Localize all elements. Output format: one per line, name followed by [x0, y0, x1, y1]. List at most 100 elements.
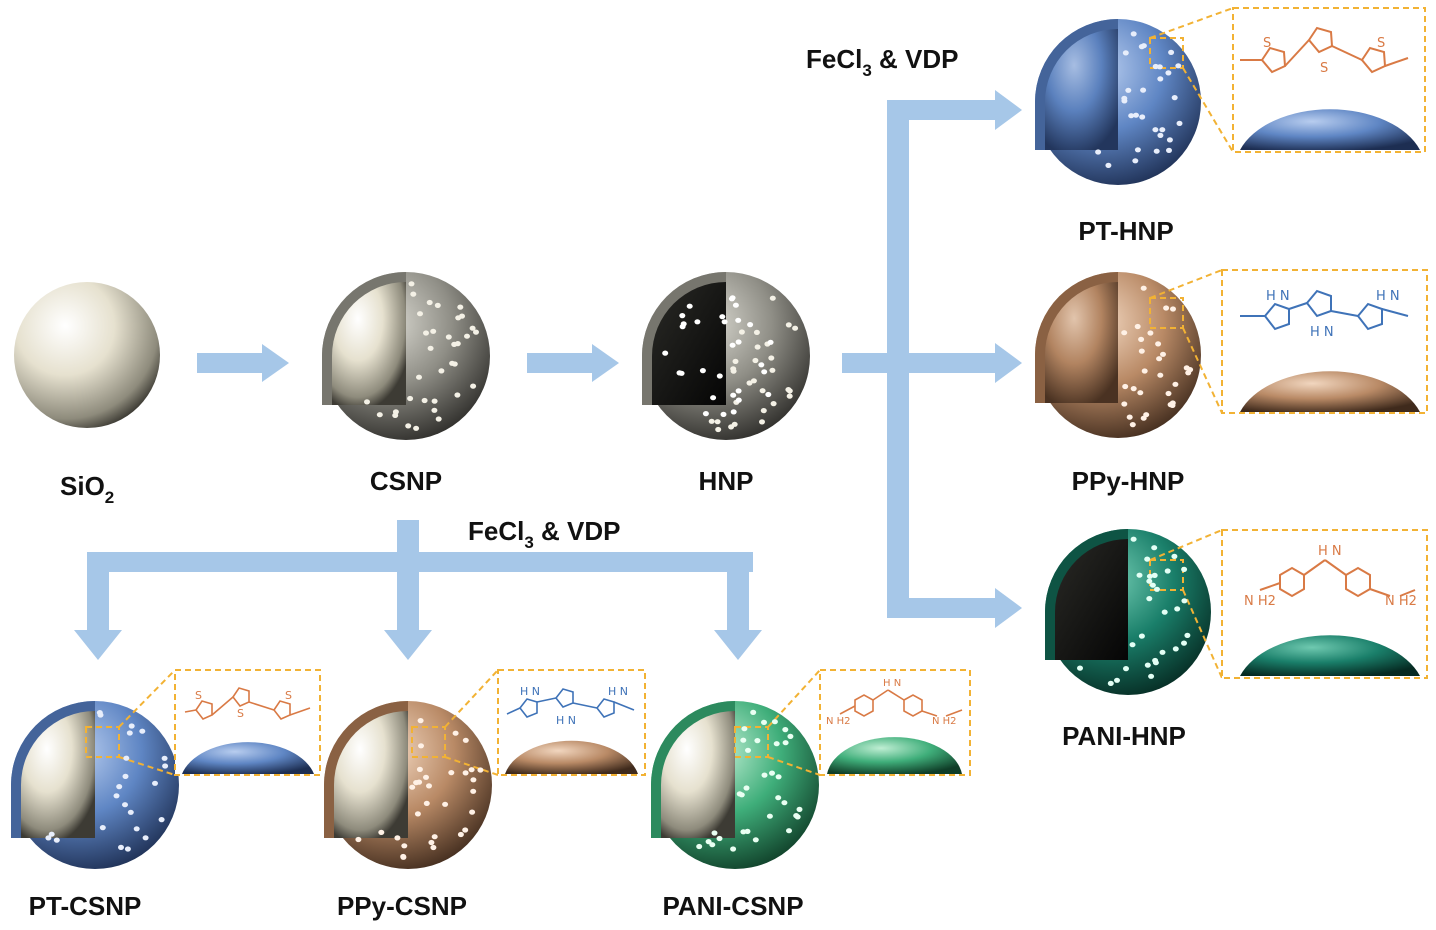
pt-hnp-sphere	[1035, 19, 1201, 185]
pani-csnp-zoom-box	[734, 726, 769, 758]
pore-dot	[773, 741, 780, 747]
pore-dot	[761, 772, 768, 778]
pore-dot	[126, 730, 133, 736]
pore-dot	[430, 328, 437, 334]
pore-dot	[1184, 632, 1191, 639]
pore-dot	[355, 836, 362, 843]
pore-dot	[792, 325, 799, 331]
pore-dot	[782, 727, 789, 733]
pore-dot	[469, 325, 476, 331]
pore-dot	[1171, 95, 1178, 101]
pore-dot	[1159, 649, 1166, 655]
pani-hnp-zoom-cap	[1240, 635, 1420, 676]
pore-dot	[686, 303, 693, 309]
pore-dot	[729, 342, 736, 348]
pore-dot	[747, 322, 754, 328]
pore-dot	[1152, 63, 1159, 70]
pore-dot	[1144, 556, 1151, 562]
pore-dot	[468, 767, 475, 773]
pore-dot	[1141, 368, 1148, 374]
pore-dot	[423, 774, 429, 780]
pore-dot	[473, 329, 479, 335]
pt-hnp-zoom-cap	[1240, 109, 1420, 150]
pore-dot	[796, 806, 803, 813]
pani-csnp-atom-n2: N H2	[826, 716, 851, 727]
pore-dot	[766, 813, 773, 819]
pore-dot	[152, 780, 158, 786]
pore-dot	[1148, 673, 1155, 679]
pore-dot	[99, 825, 106, 831]
pt-csnp-atom-s2: S	[237, 707, 244, 720]
pore-dot	[758, 362, 765, 368]
pore-dot	[124, 846, 131, 852]
pore-dot	[400, 854, 407, 860]
pore-dot	[1181, 566, 1188, 573]
pore-dot	[735, 317, 742, 323]
pore-dot	[705, 839, 712, 845]
pore-dot	[786, 388, 793, 394]
pore-dot	[457, 304, 464, 310]
pore-dot	[392, 412, 399, 418]
pore-dot	[139, 728, 146, 734]
pt-hnp-label: PT-HNP	[1078, 216, 1173, 246]
pore-dot	[413, 425, 420, 431]
pore-dot	[1143, 412, 1150, 418]
pore-dot	[405, 423, 412, 429]
pore-dot	[729, 295, 736, 301]
ppy-csnp-zoom-box	[411, 726, 446, 758]
pore-dot	[1138, 336, 1145, 342]
pore-dot	[416, 374, 422, 380]
pore-dot	[414, 811, 421, 817]
ppy-hnp-atom-n3: H N	[1376, 289, 1400, 304]
pore-dot	[1133, 112, 1139, 118]
pore-dot	[462, 827, 469, 833]
pore-dot	[732, 358, 739, 364]
pore-dot	[1134, 147, 1141, 153]
ppy-hnp-atom-n1: H N	[1266, 289, 1290, 304]
pore-dot	[462, 737, 469, 743]
pore-dot	[721, 319, 728, 325]
pore-dot	[1125, 87, 1132, 93]
pore-dot	[1154, 586, 1160, 592]
pore-dot	[431, 398, 438, 404]
pore-dot	[1151, 572, 1158, 579]
pt-csnp-atom-s1: S	[195, 689, 202, 702]
sio2-label: SiO2	[60, 471, 114, 507]
pore-dot	[752, 837, 759, 843]
arrow-csnp-branch	[74, 520, 762, 660]
pore-dot	[760, 408, 767, 414]
pore-dot	[451, 361, 458, 367]
pore-dot	[730, 366, 737, 372]
pore-dot	[416, 766, 423, 773]
pore-dot	[680, 321, 687, 327]
pore-dot	[1181, 640, 1187, 646]
pani-hnp-label: PANI-HNP	[1062, 721, 1186, 751]
pore-dot	[1128, 113, 1135, 119]
pani-hnp-atom-n3: N H2	[1385, 594, 1417, 609]
pore-dot	[452, 730, 459, 736]
pt-csnp-zoom-cap	[182, 742, 314, 774]
pore-dot	[426, 299, 433, 306]
pore-dot	[711, 830, 718, 836]
ppy-csnp-molecule: H N H N H N	[506, 685, 635, 727]
pore-dot	[694, 319, 701, 325]
pore-dot	[434, 302, 441, 308]
pore-dot	[122, 802, 128, 808]
pore-dot	[454, 341, 461, 347]
pore-dot	[162, 763, 169, 769]
pore-dot	[431, 407, 438, 413]
pore-dot	[1157, 132, 1164, 138]
pore-dot	[759, 388, 766, 394]
pore-dot	[702, 411, 709, 417]
pore-dot	[407, 395, 414, 402]
ppy-csnp-sphere	[324, 701, 492, 869]
pore-dot	[1149, 582, 1156, 588]
pore-dots	[662, 295, 774, 417]
pore-dot	[770, 401, 777, 407]
ppy-hnp-sphere	[1035, 272, 1201, 438]
reagent-label-bottom: FeCl3 & VDP	[468, 516, 621, 552]
pore-dot	[750, 709, 757, 716]
pt-csnp-molecule: S S S	[184, 687, 311, 720]
pore-dot	[1146, 578, 1153, 584]
